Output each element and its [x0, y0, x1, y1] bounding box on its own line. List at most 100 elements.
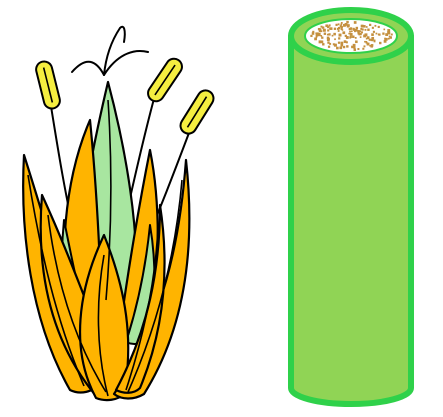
pith-dot	[333, 33, 336, 36]
pith-dot	[336, 47, 339, 50]
pith-dot	[349, 28, 351, 30]
pith-dot	[346, 45, 348, 47]
pith-dot	[378, 33, 380, 35]
pith-dot	[322, 43, 324, 45]
pith-dot	[362, 48, 364, 50]
pith-dot	[321, 37, 323, 39]
pith-dot	[364, 45, 366, 47]
pith-dot	[312, 31, 314, 33]
pith-dot	[323, 29, 326, 32]
pith-dot	[367, 29, 369, 31]
pith-dot	[338, 42, 340, 44]
pith-dot	[364, 35, 366, 37]
pith-dot	[355, 37, 357, 39]
pith-dot	[389, 36, 391, 38]
grass-spikelet-icon	[23, 27, 216, 400]
pith-dot	[348, 33, 350, 35]
pith-dot	[357, 30, 359, 32]
pith-dot	[319, 30, 321, 32]
pith-dot	[379, 42, 381, 44]
pith-dot	[367, 43, 370, 46]
pith-dot	[346, 36, 349, 39]
pith-dot	[341, 28, 343, 30]
pith-dot	[371, 37, 374, 40]
pith-dot	[316, 35, 318, 37]
pith-dot	[350, 36, 352, 38]
pith-dot	[339, 47, 342, 50]
pith-dot	[327, 34, 329, 36]
pith-dot	[383, 29, 385, 31]
pith-dot	[344, 40, 347, 43]
pith-dot	[351, 30, 353, 32]
pith-dot	[371, 44, 374, 47]
pith-dot	[372, 27, 374, 29]
hollow-stem-cylinder-icon	[291, 10, 411, 404]
pith-dot	[314, 38, 317, 41]
pith-dot	[310, 35, 312, 37]
pith-dot	[385, 33, 388, 36]
pith-dot	[340, 24, 342, 26]
pith-dot	[338, 37, 340, 39]
pith-dot	[346, 21, 348, 23]
pith-dot	[356, 27, 358, 29]
anther-middle	[145, 56, 185, 105]
pith-dot	[337, 28, 339, 30]
pith-dot	[354, 48, 356, 50]
pith-dot	[365, 29, 367, 31]
pith-dot	[340, 25, 342, 27]
pith-dot	[349, 31, 351, 33]
pith-dot	[374, 25, 376, 27]
pith-dot	[329, 43, 331, 45]
pith-dot	[320, 26, 322, 28]
pith-dot	[373, 31, 375, 33]
pith-dot	[332, 35, 334, 37]
pith-dot	[350, 33, 352, 35]
pith-dot	[387, 29, 390, 32]
pith-dot	[329, 28, 331, 30]
pith-dot	[327, 37, 329, 39]
pith-dot	[341, 22, 343, 24]
pith-dot	[371, 33, 374, 36]
pith-dot	[360, 36, 362, 38]
pith-dot	[327, 26, 330, 29]
pith-dot	[361, 25, 364, 28]
pith-dot	[354, 21, 357, 24]
anther-left	[34, 60, 61, 110]
pith-dot	[382, 32, 384, 34]
pith-dot	[347, 25, 349, 27]
pith-dot	[369, 24, 371, 26]
pith-dot	[319, 40, 322, 43]
pith-dot	[334, 38, 336, 40]
pith-dot	[355, 29, 358, 32]
pith-dot	[338, 23, 340, 25]
pith-dot	[391, 34, 393, 36]
pith-dot	[357, 48, 359, 50]
pith-dot	[360, 33, 362, 35]
stem-body	[291, 36, 411, 404]
pith-dot	[384, 40, 387, 43]
pith-dot	[335, 24, 337, 26]
pith-dot	[318, 34, 320, 36]
pith-dot	[320, 35, 322, 37]
pith-dot	[388, 38, 390, 40]
pith-dot	[338, 30, 340, 32]
pith-dot	[340, 44, 343, 47]
pith-dot	[360, 28, 362, 30]
anther-right	[177, 87, 216, 136]
pith-dot	[351, 46, 354, 49]
pith-dot	[327, 29, 329, 31]
awn-hairs	[72, 27, 148, 75]
pith-dot	[343, 46, 345, 48]
pith-dot	[366, 26, 368, 28]
pith-dot	[352, 36, 354, 38]
pith-dot	[388, 32, 390, 34]
pith-dot	[355, 40, 358, 43]
pith-dot	[328, 46, 330, 48]
pith-dot	[334, 44, 337, 47]
pith-dot	[366, 38, 368, 40]
pith-dot	[374, 40, 376, 42]
pith-dot	[334, 28, 336, 30]
pith-dot	[328, 33, 330, 35]
